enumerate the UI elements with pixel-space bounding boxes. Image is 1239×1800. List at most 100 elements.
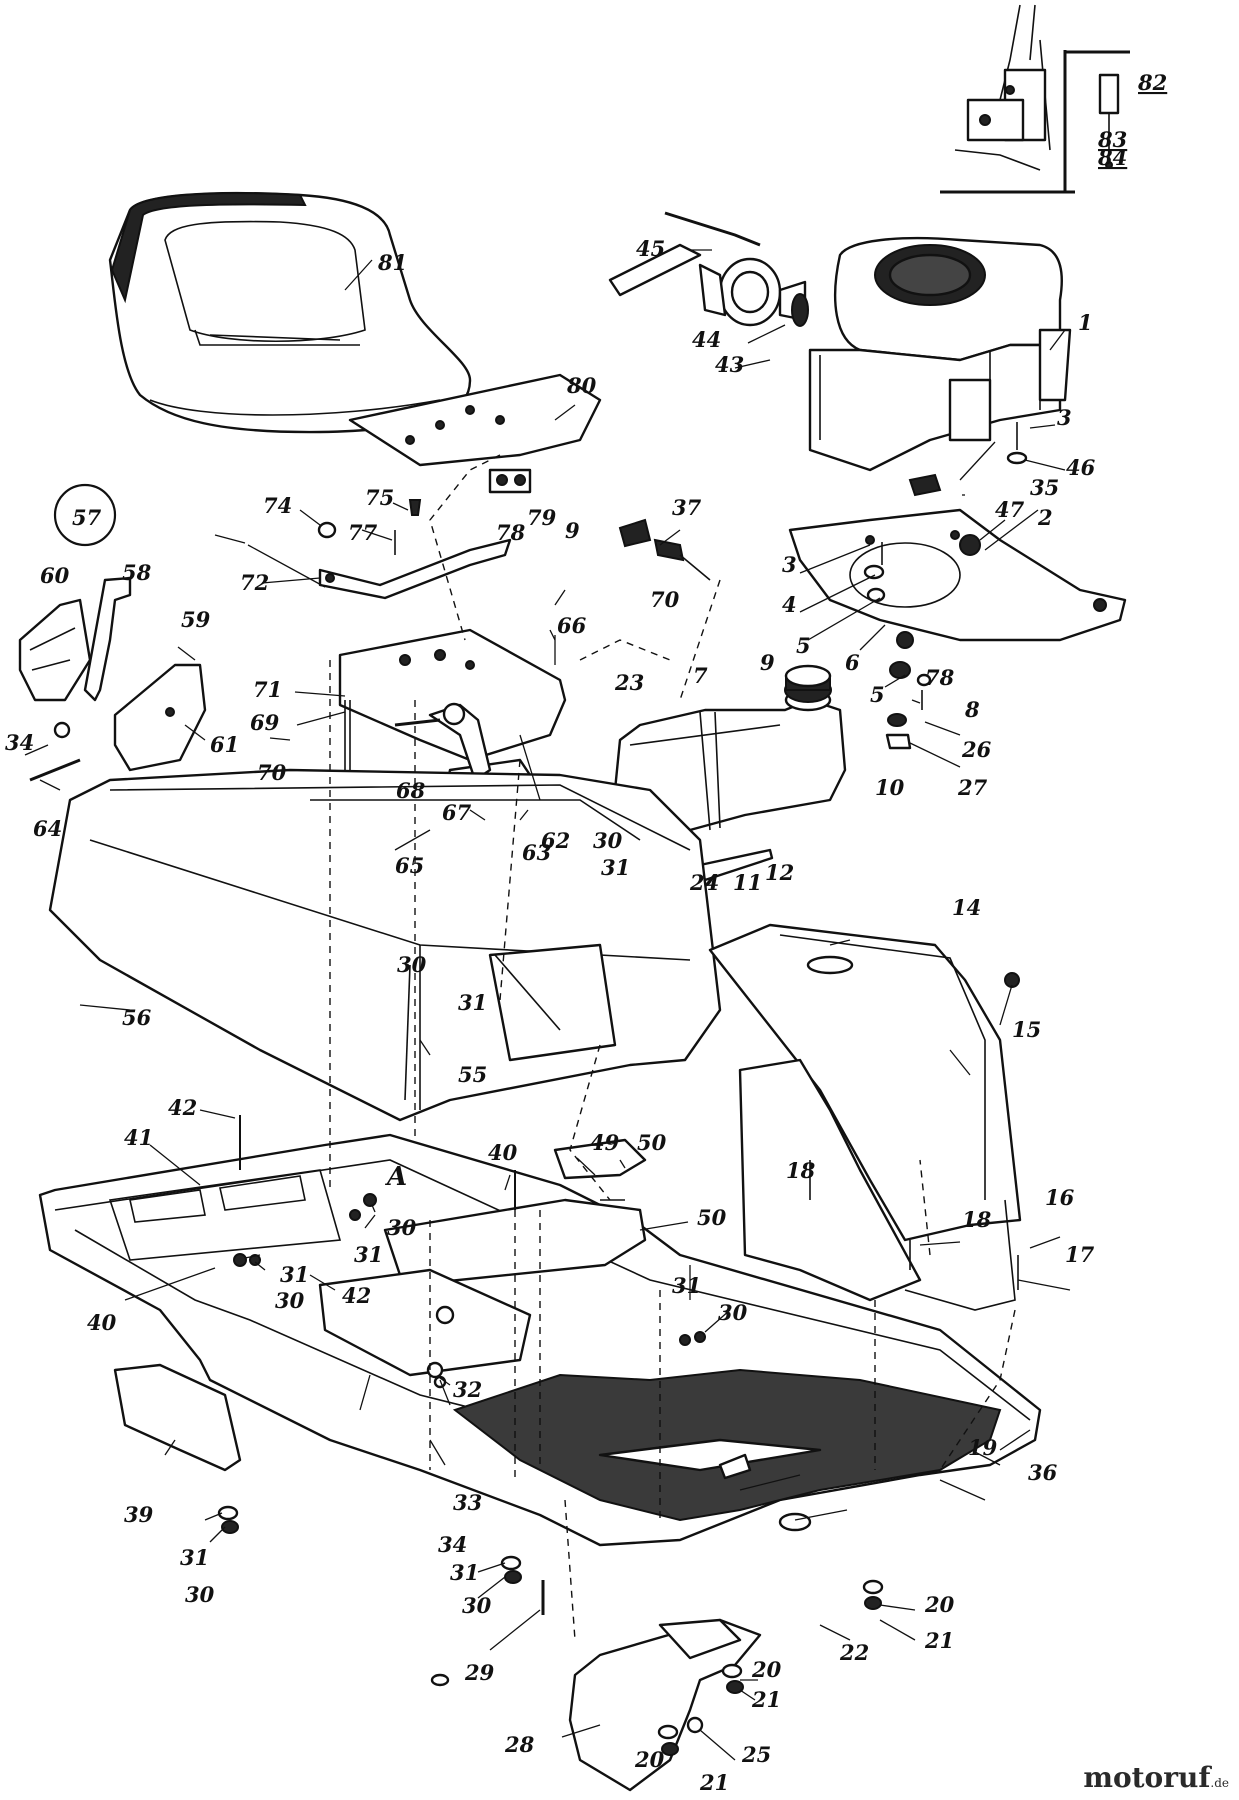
engine-mount-plate <box>788 508 1127 642</box>
cap-15 <box>1004 972 1020 988</box>
callout-20: 20 <box>751 1657 782 1682</box>
callout-27: 27 <box>957 775 988 800</box>
callout-70: 70 <box>650 587 680 612</box>
starter <box>698 257 809 327</box>
callout-6: 6 <box>845 650 860 675</box>
callout-32: 32 <box>453 1377 482 1402</box>
callout-43: 43 <box>715 352 744 377</box>
callout-7: 7 <box>693 663 708 688</box>
callout-79: 79 <box>527 505 557 530</box>
section-label: A <box>384 1162 407 1192</box>
callout-22: 22 <box>839 1640 869 1665</box>
callout-19: 19 <box>968 1435 998 1460</box>
callout-34: 34 <box>5 730 34 755</box>
callout-45: 45 <box>636 236 665 261</box>
seat-bracket <box>348 373 602 494</box>
callout-29: 29 <box>464 1660 495 1685</box>
callout-31: 31 <box>280 1262 309 1287</box>
left-lever-cluster <box>18 576 207 782</box>
callout-37: 37 <box>672 495 702 520</box>
callout-34: 34 <box>438 1532 467 1557</box>
callout-30: 30 <box>275 1288 305 1313</box>
callout-40: 40 <box>488 1140 518 1165</box>
assembly-lines <box>329 454 1016 1641</box>
callout-17: 17 <box>1065 1242 1095 1267</box>
small-fasteners <box>217 1115 884 1756</box>
callout-58: 58 <box>122 560 152 585</box>
callout-64: 64 <box>33 816 62 841</box>
callout-77: 77 <box>348 520 378 545</box>
callout-23: 23 <box>614 670 644 695</box>
callout-9: 9 <box>760 650 775 675</box>
callout-20: 20 <box>634 1747 665 1772</box>
callout-3: 3 <box>1057 405 1072 430</box>
callout-24: 24 <box>689 870 719 895</box>
callout-42: 42 <box>168 1095 197 1120</box>
callout-84: 84 <box>1097 145 1127 170</box>
watermark-suffix: .de <box>1210 1776 1229 1790</box>
callout-66: 66 <box>557 613 587 638</box>
callout-21: 21 <box>699 1770 729 1795</box>
callout-21: 21 <box>924 1628 954 1653</box>
callout-83: 83 <box>1097 127 1127 152</box>
callout-2: 2 <box>1037 505 1053 530</box>
callout-80: 80 <box>566 373 597 398</box>
callout-70: 70 <box>257 760 287 785</box>
callout-15: 15 <box>1012 1017 1041 1042</box>
engine-fasteners <box>863 422 1028 750</box>
callout-50: 50 <box>697 1205 727 1230</box>
callout-44: 44 <box>692 327 721 352</box>
callout-8: 8 <box>964 697 980 722</box>
callout-55: 55 <box>458 1062 487 1087</box>
callout-62: 62 <box>541 828 570 853</box>
callout-21: 21 <box>751 1687 781 1712</box>
group-circle <box>53 483 117 547</box>
callout-67: 67 <box>442 800 472 825</box>
seat-slide-bracket <box>318 538 512 600</box>
callout-30: 30 <box>387 1215 417 1240</box>
callout-39: 39 <box>124 1502 154 1527</box>
callout-31: 31 <box>601 855 630 880</box>
callout-35: 35 <box>1030 475 1059 500</box>
throttle-lever <box>394 702 492 782</box>
callout-68: 68 <box>396 778 426 803</box>
callout-18: 18 <box>786 1158 816 1183</box>
callout-72: 72 <box>240 570 269 595</box>
watermark-brand: motoruf <box>1083 1761 1211 1794</box>
rear-mount-bracket <box>568 1618 762 1792</box>
callout-18: 18 <box>962 1207 992 1232</box>
callout-30: 30 <box>718 1300 748 1325</box>
motoruf-watermark: motoruf.de <box>1083 1761 1229 1794</box>
seat <box>108 191 472 434</box>
callout-71: 71 <box>253 677 282 702</box>
bracket-top <box>658 1618 742 1660</box>
callout-50: 50 <box>637 1130 667 1155</box>
callout-42: 42 <box>342 1283 371 1308</box>
callout-25: 25 <box>741 1742 771 1767</box>
callout-1: 1 <box>1078 310 1093 335</box>
callout-31: 31 <box>180 1545 209 1570</box>
callout-47: 47 <box>995 497 1025 522</box>
bolt-75 <box>408 499 422 516</box>
callout-4: 4 <box>782 592 797 617</box>
callout-11: 11 <box>733 870 762 895</box>
callout-78: 78 <box>925 665 955 690</box>
callout-74: 74 <box>263 493 292 518</box>
callout-56: 56 <box>122 1005 152 1030</box>
callout-26: 26 <box>961 737 992 762</box>
callout-36: 36 <box>1028 1460 1058 1485</box>
fuel-cap <box>784 664 832 703</box>
callout-12: 12 <box>765 860 794 885</box>
callout-16: 16 <box>1045 1185 1075 1210</box>
group-number: 57 <box>72 505 102 530</box>
callout-labels: 1 2 3 3 4 5 5 6 7 8 9 9 10 11 12 14 15 1… <box>5 70 1167 1795</box>
callout-30: 30 <box>397 952 427 977</box>
callout-30: 30 <box>462 1593 492 1618</box>
callout-30: 30 <box>593 828 623 853</box>
callout-60: 60 <box>40 563 70 588</box>
callout-46: 46 <box>1066 455 1096 480</box>
callout-65: 65 <box>395 853 424 878</box>
callout-28: 28 <box>504 1732 535 1757</box>
callout-31: 31 <box>450 1560 479 1585</box>
